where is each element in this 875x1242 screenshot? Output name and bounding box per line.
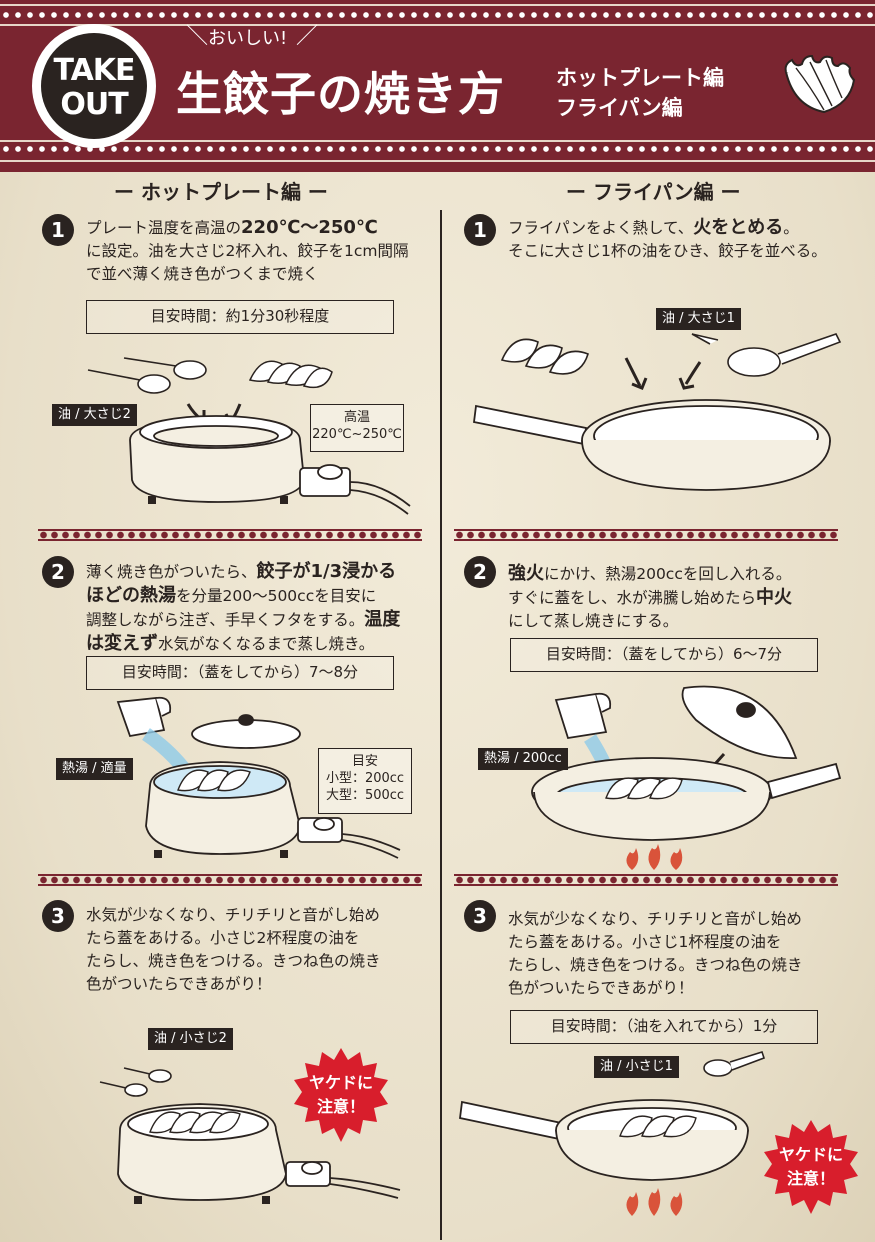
- text-emphasis: 中火: [756, 587, 793, 608]
- frypan-step2-text: 強火にかけ、熱湯200ccを回し入れる。 すぐに蓋をし、水が沸騰し始めたら中火 …: [508, 562, 858, 633]
- oil-label-tag: 油 / 小さじ2: [148, 1028, 233, 1050]
- water-info-small: 小型：200cc: [325, 771, 405, 786]
- temperature-info-title: 高温: [343, 410, 370, 425]
- text-line: 色がついたらできあがり！: [86, 975, 272, 993]
- burn-warning-badge: ヤケドに 注意！: [294, 1048, 388, 1142]
- text-line: にして蒸し焼きにする。: [508, 612, 679, 630]
- frypan-step3-text: 水気が少なくなり、チリチリと音がし始め たら蓋をあける。小さじ1杯程度の油を た…: [508, 908, 858, 1000]
- text-fragment: にかけ、熱湯200ccを回し入れる。: [544, 565, 792, 583]
- water-info-title: 目安: [351, 754, 378, 769]
- text-emphasis: 強火: [508, 563, 544, 584]
- burn-warning-badge: ヤケドに 注意！: [764, 1120, 858, 1214]
- warning-line1: ヤケドに: [308, 1073, 373, 1092]
- step-number-badge: 1: [42, 214, 74, 246]
- hotplate-steam-illustration: [116, 696, 401, 859]
- text-line: たら蓋をあける。小さじ2杯程度の油を: [86, 929, 360, 947]
- text-line: そこに大さじ1杯の油をひき、餃子を並べる。: [508, 242, 827, 260]
- text-fragment: 薄く焼き色がついたら、: [86, 563, 257, 581]
- column-divider: [440, 210, 442, 1240]
- frypan-heading: ー フライパン編 ー: [566, 180, 741, 204]
- text-fragment: 水気がなくなるまで蒸し焼き。: [158, 635, 375, 653]
- warning-burst-icon: [764, 1120, 858, 1214]
- warning-line2: 注意！: [786, 1169, 835, 1188]
- deco-slash-left: ＼: [186, 24, 209, 49]
- text-fragment: すぐに蓋をし、水が沸騰し始めたら: [508, 589, 757, 607]
- section-separator: [454, 529, 838, 541]
- subtitle-hotplate: ホットプレート編: [556, 66, 724, 90]
- header-dot-border-bottom: [0, 144, 875, 154]
- text-emphasis: は変えず: [86, 633, 158, 654]
- water-label-tag: 熱湯 / 200cc: [478, 748, 568, 770]
- deco-slash-right: ／: [296, 24, 319, 49]
- text-line: 水気が少なくなり、チリチリと音がし始め: [508, 910, 802, 928]
- tagline: おいしい!: [208, 28, 288, 49]
- text-line: たらし、焼き色をつける。きつね色の焼き: [508, 956, 803, 974]
- oil-label-tag: 油 / 大さじ1: [656, 308, 741, 330]
- text-fragment: 。: [783, 219, 799, 237]
- frypan-finish-illustration: [459, 1051, 766, 1216]
- hotplate-step2-text: 薄く焼き色がついたら、餃子が1/3浸かる ほどの熱湯を分量200〜500ccを目…: [86, 560, 426, 656]
- temperature-info-box: 高温 220℃~250℃: [310, 404, 404, 452]
- hotplate-finish-illustration: [99, 1067, 401, 1204]
- temperature-info-value: 220℃~250℃: [312, 427, 402, 442]
- text-line: 水気が少なくなり、チリチリと音がし始め: [86, 906, 380, 924]
- subtitle-frypan: フライパン編: [556, 96, 683, 120]
- header-stripe: [0, 140, 875, 142]
- warning-burst-icon: [294, 1048, 388, 1142]
- hotplate-heading: ー ホットプレート編 ー: [114, 180, 328, 204]
- takeout-badge-line1: TAKE: [53, 53, 135, 88]
- oil-label-tag: 油 / 大さじ2: [52, 404, 137, 426]
- time-guide-box: 目安時間：（油を入れてから）1分: [510, 1010, 818, 1044]
- hotplate-oil-illustration: [87, 357, 411, 515]
- warning-line2: 注意！: [316, 1097, 365, 1116]
- page-title: 生餃子の焼き方: [176, 67, 505, 121]
- text-fragment: を分量200〜500ccを目安に: [176, 587, 377, 605]
- warning-line1: ヤケドに: [778, 1145, 843, 1164]
- step-number-badge: 2: [464, 556, 496, 588]
- section-separator: [38, 874, 422, 886]
- oil-label-tag: 油 / 小さじ1: [594, 1056, 679, 1078]
- header-banner: TAKE OUT ＼ おいしい! ／ 生餃子の焼き方 ホットプレート編 フライパ…: [0, 0, 875, 172]
- water-amount-info-box: 目安 小型：200cc 大型：500cc: [318, 748, 412, 814]
- step-number-badge: 3: [464, 900, 496, 932]
- text-emphasis: 温度: [364, 609, 401, 630]
- header-dot-border-top: [0, 10, 875, 20]
- gyoza-icon: [784, 54, 856, 114]
- header-stripe: [0, 4, 875, 6]
- step-number-badge: 2: [42, 556, 74, 588]
- text-emphasis: 火をとめる: [693, 217, 784, 238]
- step-number-badge: 1: [464, 214, 496, 246]
- text-fragment: プレート温度を高温の: [86, 219, 242, 237]
- frypan-steam-illustration: [531, 685, 842, 870]
- time-guide-box: 目安時間：約1分30秒程度: [86, 300, 394, 334]
- hotplate-step3-text: 水気が少なくなり、チリチリと音がし始め たら蓋をあける。小さじ2杯程度の油を た…: [86, 904, 426, 996]
- water-info-large: 大型：500cc: [325, 788, 405, 803]
- temperature-highlight: 220℃〜250℃: [241, 217, 378, 238]
- time-guide-box: 目安時間：（蓋をしてから）7〜8分: [86, 656, 394, 690]
- text-fragment: 調整しながら注ぎ、手早くフタをする。: [86, 611, 365, 629]
- hotplate-step1-text: プレート温度を高温の220℃〜250℃ に設定。油を大さじ2杯入れ、餃子を1cm…: [86, 216, 426, 286]
- section-separator: [454, 874, 838, 886]
- water-label-tag: 熱湯 / 適量: [56, 758, 133, 780]
- text-line: で並べ薄く焼き色がつくまで焼く: [86, 265, 319, 283]
- header-stripe: [0, 160, 875, 162]
- time-guide-box: 目安時間：（蓋をしてから）6〜7分: [510, 638, 818, 672]
- takeout-badge: TAKE OUT: [32, 24, 156, 148]
- frypan-oil-illustration: [473, 333, 842, 491]
- text-line: たらし、焼き色をつける。きつね色の焼き: [86, 952, 381, 970]
- header-stripe: [0, 24, 875, 26]
- section-separator: [38, 529, 422, 541]
- text-line: たら蓋をあける。小さじ1杯程度の油を: [508, 933, 782, 951]
- step-number-badge: 3: [42, 900, 74, 932]
- text-emphasis: ほどの熱湯: [86, 585, 176, 606]
- text-line: に設定。油を大さじ2杯入れ、餃子を1cm間隔: [86, 242, 409, 260]
- text-fragment: フライパンをよく熱して、: [508, 219, 694, 237]
- text-line: 色がついたらできあがり！: [508, 979, 694, 997]
- frypan-step1-text: フライパンをよく熱して、火をとめる。 そこに大さじ1杯の油をひき、餃子を並べる。: [508, 216, 858, 263]
- takeout-badge-line2: OUT: [60, 87, 128, 122]
- text-emphasis: 餃子が1/3浸かる: [256, 561, 397, 582]
